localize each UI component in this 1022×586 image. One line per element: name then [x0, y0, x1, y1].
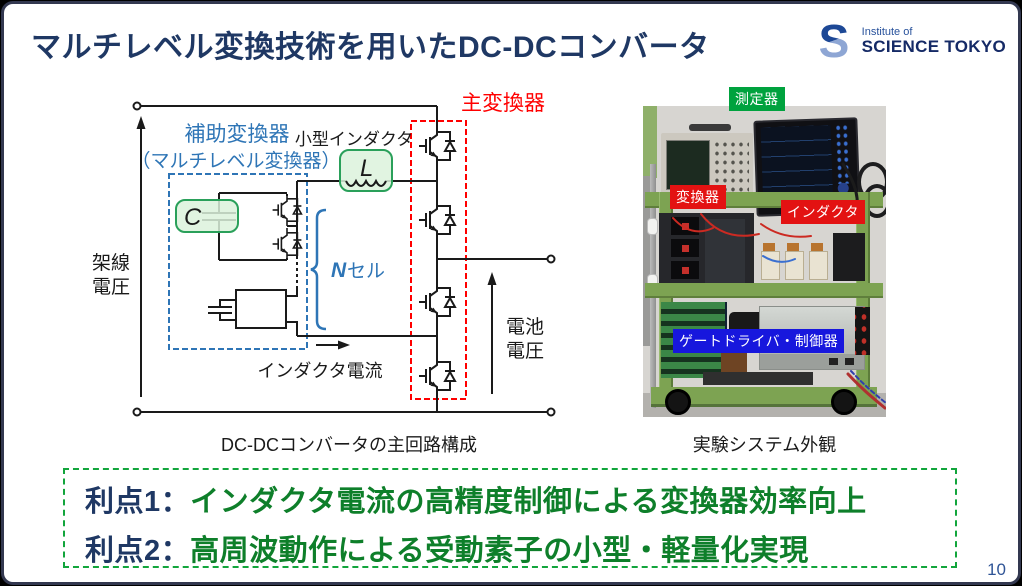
circuit-diagram: L C — [92, 92, 556, 417]
advantage-line-1: 利点1：インダクタ電流の高精度制御による変換器効率向上 — [65, 478, 955, 520]
slide-title: マルチレベル変換技術を用いたDC-DCコンバータ — [31, 31, 710, 64]
overhead-voltage-line1: 架線 — [92, 252, 130, 274]
page-number: 10 — [987, 560, 1006, 579]
inductor-symbol-label: L — [360, 155, 373, 182]
power-strip — [855, 307, 870, 355]
experiment-photo: 測定器 変換器 インダクタ ゲートドライバ・制御器 — [643, 87, 886, 417]
photo-wires — [672, 162, 886, 410]
capacitor-badge — [175, 199, 239, 233]
inductor-current-label: インダクタ電流 — [257, 361, 382, 381]
logo-text: Institute of SCIENCE TOKYO — [862, 26, 1006, 57]
capacitor-symbol-label: C — [184, 204, 202, 231]
small-inductor-label: 小型インダクタ — [295, 130, 413, 149]
aux-converter-label: 補助変換器 — [185, 123, 290, 146]
gate-driver-label: ゲートドライバ・制御器 — [673, 329, 845, 353]
overhead-voltage-line2: 電圧 — [92, 277, 130, 298]
experiment-photo-scene — [643, 106, 886, 417]
battery-voltage-line2: 電圧 — [506, 341, 544, 362]
battery-voltage-arrow — [487, 272, 497, 394]
inductor-badge — [339, 149, 393, 192]
inductor-current-arrow — [316, 340, 350, 350]
inductor-component — [809, 251, 828, 280]
cart-middle-bar — [645, 283, 883, 298]
main-igbt-2 — [418, 199, 456, 241]
inductor-winding — [787, 243, 799, 252]
cart-base — [651, 387, 877, 407]
n-cell-brace — [310, 208, 327, 331]
black-component — [833, 233, 865, 281]
logo-institute-of: Institute of — [861, 25, 913, 38]
caster-wheel — [665, 389, 691, 415]
advantage-2-text: 高周波動作による受動素子の小型・軽量化実現 — [190, 535, 809, 567]
advantage-1-text: インダクタ電流の高精度制御による変換器効率向上 — [190, 486, 867, 518]
advantage-2-prefix: 利点2： — [85, 535, 191, 567]
chassis-outlet — [845, 358, 854, 365]
inductor-component — [785, 251, 804, 280]
advantages-box: 利点1：インダクタ電流の高精度制御による変換器効率向上 利点2：高周波動作による… — [63, 468, 957, 568]
aux-converter-label2: （マルチレベル変換器） — [131, 150, 340, 172]
chassis-outlet — [829, 358, 838, 365]
background-cabinet — [643, 106, 657, 178]
inductor-coil — [345, 178, 387, 187]
battery-voltage-line1: 電池 — [506, 316, 544, 338]
advantage-line-2: 利点2：高周波動作による受動素子の小型・軽量化実現 — [65, 527, 955, 569]
main-igbt-3 — [418, 281, 456, 323]
science-tokyo-mark-icon: S S — [818, 18, 849, 64]
circuit-caption: DC-DCコンバータの主回路構成 — [221, 435, 477, 455]
logo-science-tokyo: SCIENCE TOKYO — [861, 36, 1006, 56]
science-tokyo-logo: S S Institute of SCIENCE TOKYO — [813, 18, 1006, 64]
aux-converter-box — [168, 173, 308, 350]
inductor-winding — [763, 243, 775, 252]
caster-wheel — [831, 389, 857, 415]
oscilloscope-screen — [666, 140, 710, 190]
pcb-board — [705, 219, 745, 283]
oscilloscope-knobs — [713, 140, 749, 192]
transformer-block — [671, 261, 699, 279]
main-igbt-4 — [418, 355, 456, 397]
inductor-label: インダクタ — [781, 200, 865, 224]
advantage-1-prefix: 利点1： — [85, 486, 191, 518]
circuit-terminals — [132, 101, 556, 417]
n-cell-n: N — [331, 259, 347, 282]
n-cell-label: セル — [347, 261, 385, 282]
converter-label: 変換器 — [670, 185, 726, 209]
main-igbt-1 — [418, 125, 456, 167]
main-converter-label: 主変換器 — [461, 92, 545, 115]
oscilloscope-handle — [689, 124, 731, 131]
photo-caption: 実験システム外観 — [692, 435, 837, 455]
inductor-winding — [811, 243, 823, 252]
transformer-block — [671, 239, 699, 257]
rubber-mat — [703, 372, 813, 385]
pole-switch — [647, 218, 658, 235]
measuring-instrument-label: 測定器 — [729, 87, 785, 111]
overhead-voltage-arrow — [136, 116, 146, 397]
converter-boards — [659, 213, 754, 283]
